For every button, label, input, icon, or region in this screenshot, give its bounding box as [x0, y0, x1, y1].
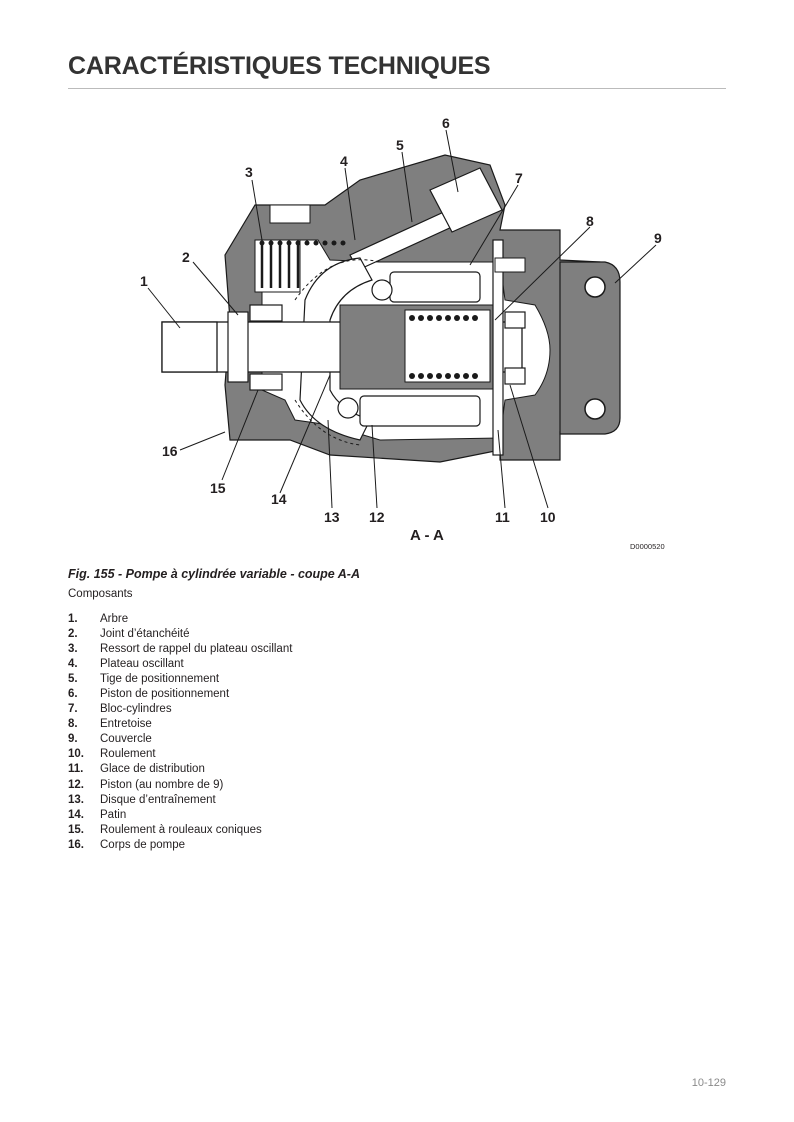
callout-1: 1: [140, 273, 148, 289]
item-label: Plateau oscillant: [100, 658, 184, 671]
valve-plate: [492, 239, 504, 456]
item-label: Tige de positionnement: [100, 673, 220, 686]
cover-bolt-hole-top: [584, 276, 606, 298]
callout-10: 10: [540, 509, 556, 525]
item-number: 12.: [68, 778, 84, 791]
item-number: 3.: [68, 643, 78, 656]
callout-8: 8: [586, 213, 594, 229]
item-number: 6.: [68, 688, 78, 701]
list-item: 11. Glace de distribution: [68, 762, 292, 777]
cylinder-bore: [404, 309, 491, 383]
callout-12: 12: [369, 509, 385, 525]
item-label: Joint d’étanchéité: [100, 628, 190, 641]
list-item: 3. Ressort de rappel du plateau oscillant: [68, 642, 292, 657]
callout-16: 16: [162, 443, 178, 459]
callout-13: 13: [324, 509, 340, 525]
piston-lower: [359, 395, 481, 427]
item-number: 9.: [68, 733, 78, 746]
cover-bolt-hole-bottom: [584, 398, 606, 420]
list-item: 7. Bloc-cylindres: [68, 702, 292, 717]
item-number: 15.: [68, 823, 84, 836]
callout-14: 14: [271, 491, 287, 507]
item-number: 14.: [68, 808, 84, 821]
components-list: 1. Arbre 2. Joint d’étanchéité 3. Ressort d…: [68, 612, 292, 853]
item-label: Glace de distribution: [100, 763, 205, 776]
figure-caption: Fig. 155 - Pompe à cylindrée variable - …: [68, 567, 360, 581]
page-title: CARACTÉRISTIQUES TECHNIQUES: [68, 52, 491, 80]
rear-port: [494, 257, 526, 273]
item-label: Ressort de rappel du plateau oscillant: [100, 643, 293, 656]
rear-bearing-bottom: [504, 367, 526, 385]
callout-2: 2: [182, 249, 190, 265]
piston-shoe-lower: [337, 397, 359, 419]
page-number: 10-129: [691, 1077, 726, 1089]
callout-4: 4: [340, 153, 348, 169]
item-label: Piston (au nombre de 9): [100, 778, 224, 791]
list-item: 15. Roulement à rouleaux coniques: [68, 823, 292, 838]
tapered-bearing-top: [249, 304, 283, 322]
item-label: Patin: [100, 808, 127, 821]
item-label: Roulement à rouleaux coniques: [100, 823, 262, 836]
list-item: 6. Piston de positionnement: [68, 687, 292, 702]
item-number: 2.: [68, 628, 78, 641]
list-item: 16. Corps de pompe: [68, 838, 292, 853]
pump-cross-section-diagram: 1 2 3 4 5 6 7 8 9 10 11 12 13 14 15 16 A…: [140, 115, 665, 551]
item-number: 13.: [68, 793, 84, 806]
cover: [559, 261, 621, 435]
list-item: 13. Disque d’entraînement: [68, 793, 292, 808]
callout-11: 11: [495, 509, 510, 525]
callout-numbers: 1 2 3 4 5 6 7 8 9 10 11 12 13 14 15 16: [140, 115, 662, 525]
shaft-seal: [227, 311, 249, 383]
return-spring-coils: [260, 245, 300, 288]
item-label: Corps de pompe: [100, 838, 186, 851]
item-number: 4.: [68, 658, 78, 671]
list-item: 10. Roulement: [68, 747, 292, 762]
item-label: Entretoise: [100, 718, 152, 731]
piston-shoe-upper: [371, 279, 393, 301]
item-number: 1.: [68, 613, 78, 625]
shaft-end: [161, 321, 218, 373]
item-number: 10.: [68, 748, 84, 761]
item-label: Piston de positionnement: [100, 688, 230, 701]
piston-upper: [389, 271, 481, 303]
item-number: 8.: [68, 718, 78, 731]
callout-9: 9: [654, 230, 662, 246]
list-item: 5. Tige de positionnement: [68, 672, 292, 687]
section-label: A - A: [410, 527, 444, 544]
list-item: 9. Couvercle: [68, 732, 292, 747]
title-divider: [68, 88, 726, 89]
cylinder-spring-top: [409, 315, 478, 321]
components-heading: Composants: [68, 588, 133, 600]
list-item: 14. Patin: [68, 808, 292, 823]
callout-7: 7: [515, 170, 523, 186]
cylinder-spring-bottom: [409, 373, 478, 379]
callout-15: 15: [210, 480, 226, 496]
item-number: 11.: [68, 763, 84, 776]
list-item: 12. Piston (au nombre de 9): [68, 778, 292, 793]
drawing-code: D0000520: [630, 542, 665, 551]
item-number: 16.: [68, 838, 84, 851]
item-label: Bloc-cylindres: [100, 703, 172, 716]
list-item: 1. Arbre: [68, 612, 292, 627]
callout-leaders: [147, 129, 657, 509]
top-boss: [269, 204, 311, 224]
item-label: Roulement: [100, 748, 156, 761]
item-label: Disque d’entraînement: [100, 793, 216, 806]
callout-3: 3: [245, 164, 253, 180]
positioning-piston: [429, 167, 503, 233]
list-item: 8. Entretoise: [68, 717, 292, 732]
tapered-bearing-bottom: [249, 373, 283, 391]
item-number: 7.: [68, 703, 78, 716]
item-label: Arbre: [100, 613, 129, 625]
return-spring-dots: [259, 240, 346, 246]
callout-6: 6: [442, 115, 450, 131]
item-number: 5.: [68, 673, 78, 686]
swash-plate-dashed-arc: [294, 259, 381, 446]
list-item: 4. Plateau oscillant: [68, 657, 292, 672]
item-label: Couvercle: [100, 733, 152, 746]
callout-5: 5: [396, 137, 404, 153]
rear-bearing-top: [504, 311, 526, 329]
list-item: 2. Joint d’étanchéité: [68, 627, 292, 642]
